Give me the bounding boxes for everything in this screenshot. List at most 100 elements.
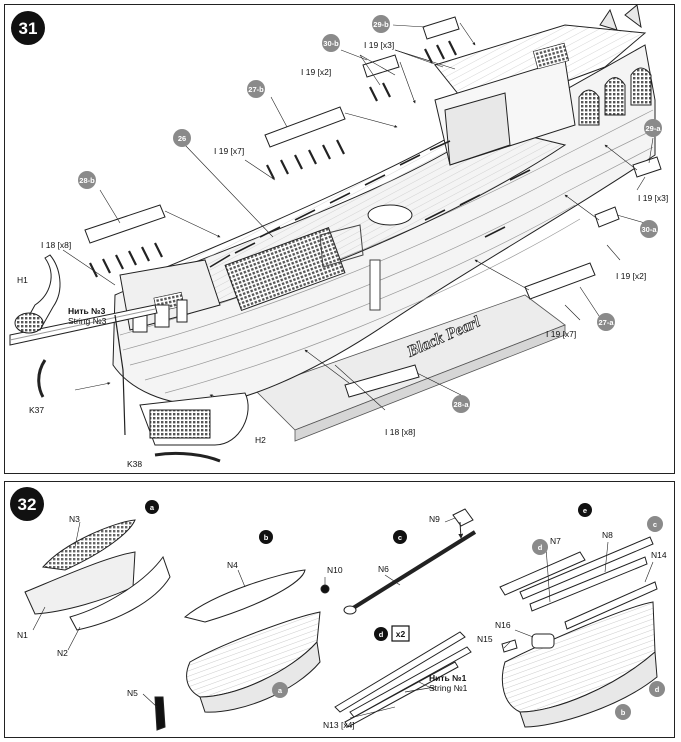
- label-n15: N15: [477, 634, 493, 644]
- substep-d: d: [379, 630, 384, 639]
- badge-c: c: [653, 520, 657, 529]
- badge-30-b: 30-b: [323, 39, 339, 48]
- part-n10: [320, 584, 330, 594]
- badge-27-b: 27-b: [248, 85, 264, 94]
- label-i19-x3-top: I 19 [x3]: [364, 40, 394, 50]
- label-n7: N7: [550, 536, 561, 546]
- label-i19-x3-right: I 19 [x3]: [638, 193, 668, 203]
- step-number-circle: [11, 11, 45, 45]
- part-n3: [42, 519, 136, 571]
- part-n13: [334, 631, 466, 713]
- substep-d-marker: [374, 627, 388, 641]
- step-number: 31: [19, 19, 38, 38]
- label-n2: N2: [57, 648, 68, 658]
- part-n9: [452, 508, 474, 527]
- part-h2-gallery: [139, 392, 249, 446]
- substep-e-marker: [578, 503, 592, 517]
- label-string1-ru: Нить №1: [429, 673, 467, 683]
- deadeye-rods-upper: [89, 40, 457, 278]
- channel-strips-a: [344, 156, 662, 398]
- part-h1-figurehead: [14, 254, 61, 334]
- step-31-diagram: 31: [9, 5, 668, 469]
- part-n5: [154, 696, 166, 731]
- label-n10: N10: [327, 565, 343, 575]
- label-string-ru: Нить №3: [68, 306, 106, 316]
- substep-b-marker: [259, 530, 273, 544]
- assembly-arrows: [74, 22, 638, 406]
- part-k38: [154, 451, 221, 463]
- badge-28-a: 28-a: [453, 400, 469, 409]
- leader-lines-32: [32, 517, 654, 719]
- label-h1: H1: [17, 275, 28, 285]
- part-27-b: [264, 106, 346, 148]
- part-k37: [37, 359, 47, 398]
- part-n14: [564, 581, 658, 630]
- label-n9: N9: [429, 514, 440, 524]
- label-n6: N6: [378, 564, 389, 574]
- boat-a-assembly: [24, 519, 171, 631]
- label-n14: N14: [651, 550, 667, 560]
- quantity-box: [391, 625, 410, 642]
- label-n5: N5: [127, 688, 138, 698]
- leader-lines: [62, 24, 654, 411]
- step-31-panel: 31: [4, 4, 675, 474]
- bowsprit: [9, 304, 158, 346]
- ship-hull: Black Pearl: [112, 5, 656, 406]
- part-28-a: [344, 364, 420, 398]
- badge-d-1: d: [538, 543, 543, 552]
- boat-e-assembly: [499, 536, 658, 728]
- badge-29-b: 29-b: [373, 20, 389, 29]
- part-29-b: [422, 16, 460, 40]
- part-d-assembly: [334, 631, 472, 728]
- part-28-b: [84, 204, 166, 244]
- label-k38: K38: [127, 459, 142, 469]
- label-i19-x7-top: I 19 [x7]: [214, 146, 244, 156]
- step-number-circle-32: [10, 487, 44, 521]
- part-n6: [343, 605, 357, 615]
- label-n8: N8: [602, 530, 613, 540]
- badge-29-a: 29-a: [645, 124, 661, 133]
- label-n13: N13 [x4]: [323, 720, 355, 730]
- part-30-a: [594, 206, 620, 228]
- part-n7: [529, 556, 648, 612]
- label-k37: K37: [29, 405, 44, 415]
- substep-c: c: [398, 533, 402, 542]
- part-n16: [531, 633, 555, 649]
- badge-27-a: 27-a: [598, 318, 614, 327]
- part-badges-32: a c d d b: [272, 516, 665, 720]
- label-i18-x8-bottom: I 18 [x8]: [385, 427, 415, 437]
- badge-b: b: [621, 708, 626, 717]
- display-stand: [254, 294, 566, 442]
- part-n4: [183, 569, 306, 623]
- part-badges: 29-b 30-b 27-b 26 28-b 29-a 30-a 27-a 28…: [78, 15, 662, 413]
- quantity-x2: x2: [396, 629, 406, 639]
- part-n15: [501, 639, 518, 653]
- substep-b: b: [264, 533, 269, 542]
- label-n3: N3: [69, 514, 80, 524]
- badge-30-a: 30-a: [641, 225, 657, 234]
- label-string1-en: String №1: [429, 683, 468, 693]
- step-number-32: 32: [18, 495, 37, 514]
- label-i19-x7-right: I 19 [x7]: [546, 329, 576, 339]
- substep-e: e: [583, 506, 587, 515]
- boat-b-assembly: [154, 569, 330, 731]
- step-32-diagram: 32 a b c d x2 e: [10, 487, 667, 731]
- step-32-panel: 32 a b c d x2 e: [4, 481, 675, 738]
- label-n1: N1: [17, 630, 28, 640]
- string-3: [114, 314, 126, 436]
- part-27-a: [524, 262, 596, 300]
- part-29-a: [632, 156, 662, 178]
- badge-d-2: d: [655, 685, 660, 694]
- label-n16: N16: [495, 620, 511, 630]
- badge-28-b: 28-b: [79, 176, 95, 185]
- label-i19-x2-right: I 19 [x2]: [616, 271, 646, 281]
- part-30-b: [362, 54, 400, 78]
- channel-strips-b: [84, 16, 460, 244]
- label-string-en: String №3: [68, 316, 107, 326]
- substep-a: a: [150, 503, 155, 512]
- substep-c-marker: [393, 530, 407, 544]
- badge-a: a: [278, 686, 283, 695]
- badge-26: 26: [178, 134, 186, 143]
- label-h2: H2: [255, 435, 266, 445]
- cannons: [209, 140, 531, 268]
